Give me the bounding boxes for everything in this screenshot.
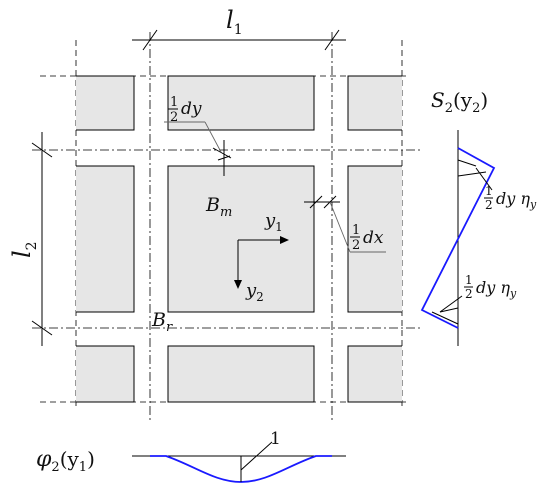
half-dx-text: dx: [363, 228, 384, 248]
panel-top-left: [76, 75, 135, 131]
dimension-l2: l2: [8, 132, 53, 346]
label-Bm: Bm: [205, 194, 232, 220]
eta-upper-text: dy ηy: [496, 189, 537, 211]
panel-mid-right: [347, 165, 402, 313]
eta-upper-num: 1: [485, 184, 493, 198]
dimension-l1: l1: [132, 6, 346, 51]
coordinate-axes: y1 y2: [234, 210, 289, 304]
phi2-distribution: φ2(y1) 1: [36, 429, 346, 483]
s2-distribution: S2(y2) 1 2 dy ηy 1 2 dy ηy: [420, 88, 537, 346]
annotation-half-dx: 1 2 dx: [304, 195, 386, 253]
panels: [76, 75, 402, 403]
eta-upper-den: 2: [485, 198, 493, 212]
eta-lower-den: 2: [465, 287, 473, 301]
panel-top-right: [347, 75, 402, 131]
panel-bottom-middle: [167, 345, 315, 403]
panel-top-middle: [167, 75, 315, 131]
label-phi2: φ2(y1): [36, 447, 95, 475]
panel-bottom-right: [347, 345, 402, 403]
half-dy-text: dy: [181, 99, 202, 119]
s2-curve: [420, 147, 496, 329]
half-dy-num: 1: [170, 95, 178, 110]
half-dy-den: 2: [170, 110, 178, 125]
label-Br: Br: [151, 309, 173, 335]
label-l1: l1: [226, 6, 243, 38]
panel-center: [167, 165, 315, 313]
panel-bottom-left: [76, 345, 135, 403]
label-y2: y2: [245, 280, 264, 304]
annotation-half-dy: 1 2 dy: [164, 95, 232, 176]
y2-arrowhead: [234, 280, 242, 289]
half-dx-num: 1: [352, 223, 360, 238]
y1-arrowhead: [280, 236, 289, 244]
label-l2: l2: [8, 241, 40, 258]
label-S2: S2(y2): [431, 88, 488, 116]
panel-mid-left: [76, 165, 135, 313]
eta-lower-text: dy ηy: [476, 278, 517, 300]
eta-lower-num: 1: [465, 273, 473, 287]
label-y1: y1: [264, 210, 283, 234]
half-dx-den: 2: [352, 238, 360, 253]
label-one: 1: [270, 429, 281, 449]
